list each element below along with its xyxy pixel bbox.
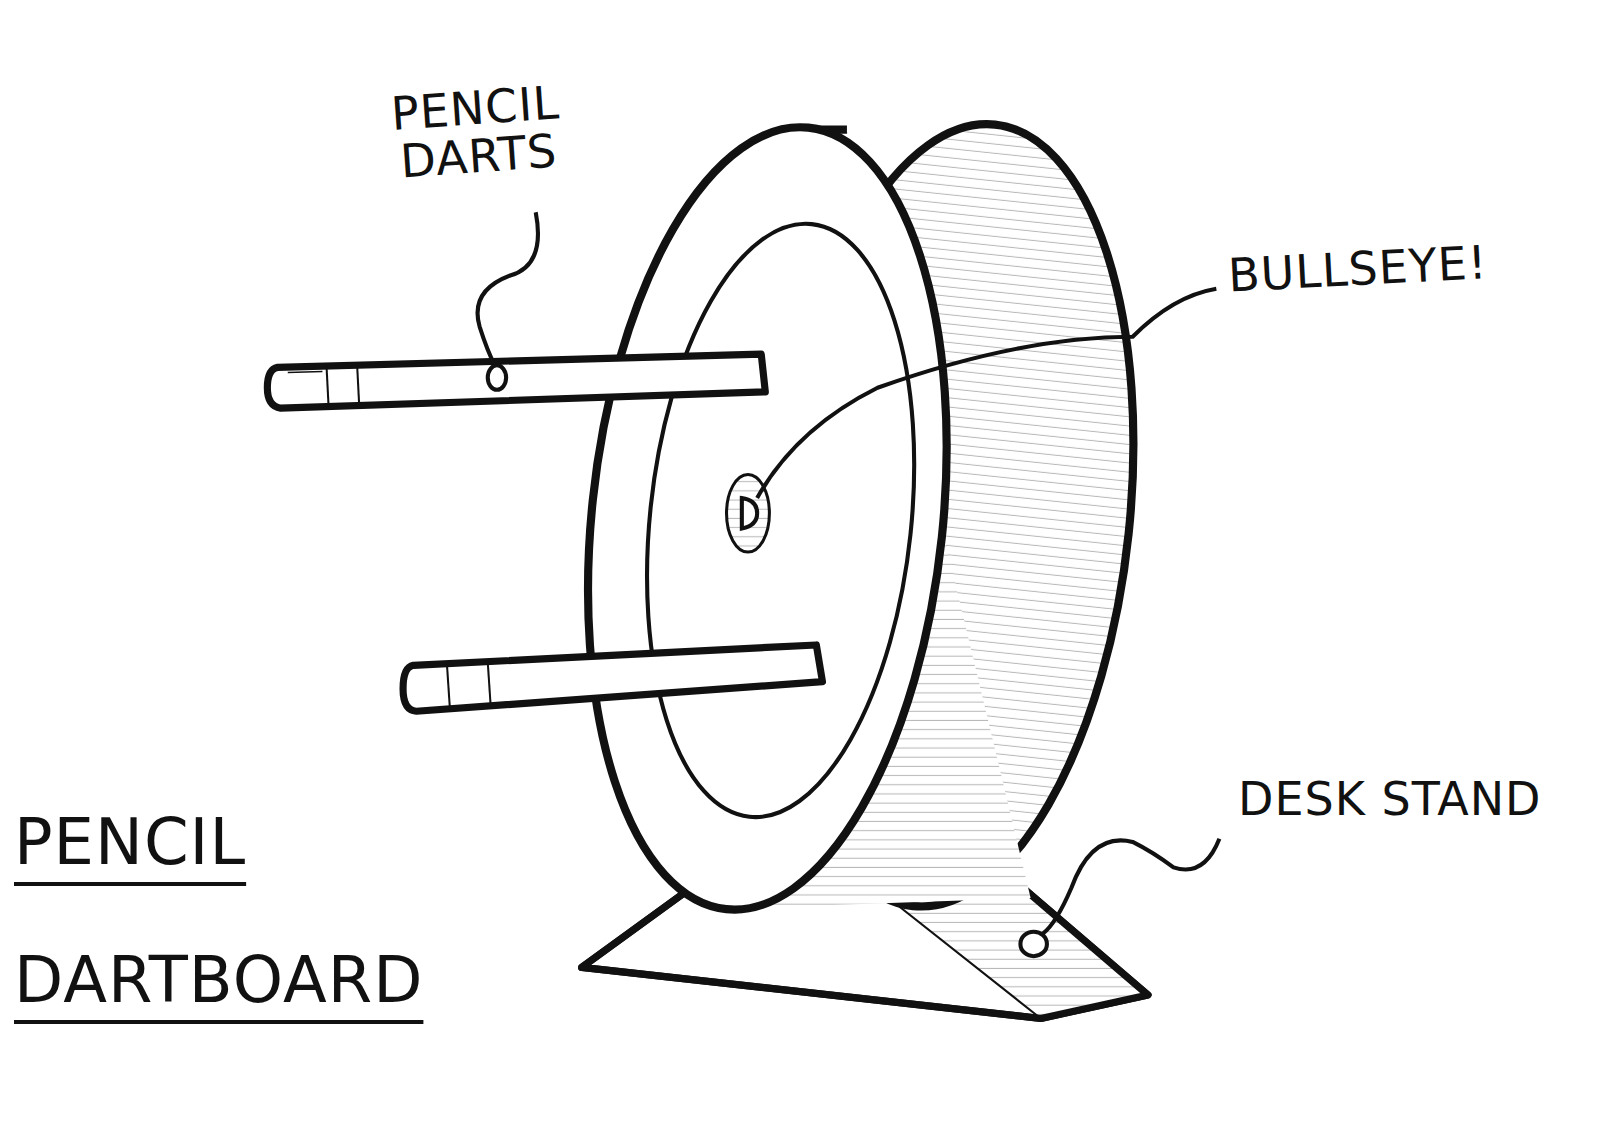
leader-line [757,289,1216,498]
callout-label: PENCIL DARTS [349,75,605,189]
title: PENCIL DARTBOARD [14,773,494,1049]
leader-line [1020,839,1219,956]
callout-label: DESK STAND [1238,775,1558,823]
pencil-dart [403,645,822,711]
leader-line [478,212,538,390]
callout-label: BULLSEYE! [1227,234,1559,300]
dartboard-face [552,109,983,927]
inner-ring [620,210,942,830]
pencil-dart [267,354,765,408]
